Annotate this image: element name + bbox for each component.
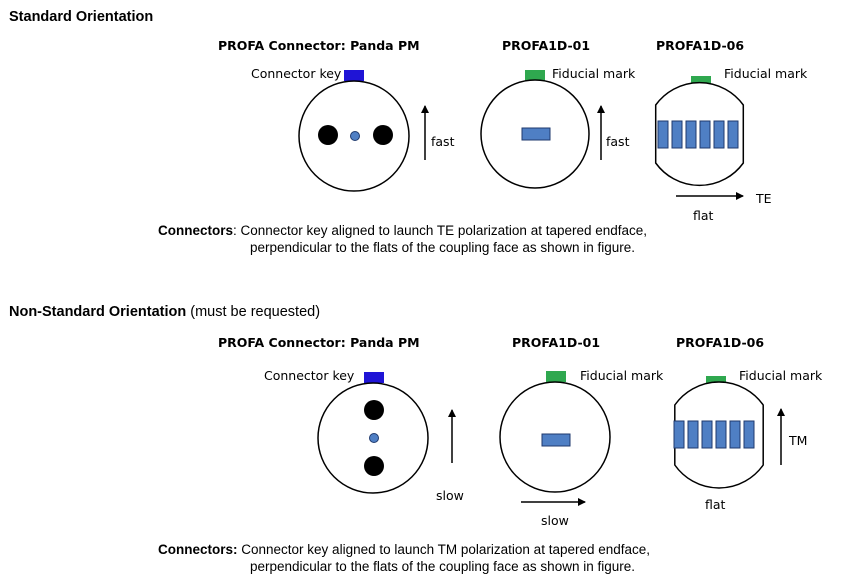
standard-core-4	[699, 120, 711, 149]
nonstandard-slow-label-2: slow	[541, 513, 569, 528]
nonstandard-stress-rod-bottom	[364, 456, 384, 476]
nonstandard-fiducial-label-1: Fiducial mark	[580, 368, 664, 383]
standard-note-line1: Connectors: Connector key aligned to lau…	[158, 223, 647, 238]
standard-panda-core	[350, 131, 360, 141]
standard-fiducial-mark-1	[525, 70, 545, 81]
standard-panda-title: PROFA Connector: Panda PM	[218, 38, 420, 53]
nonstandard-core-6	[743, 420, 755, 449]
nonstandard-panda-core	[369, 433, 379, 443]
standard-profa1d01-core	[521, 127, 551, 141]
nonstandard-note-line2: perpendicular to the flats of the coupli…	[250, 559, 635, 574]
nonstandard-note-line1: Connectors: Connector key aligned to lau…	[158, 542, 650, 557]
nonstandard-fiducial-label-2: Fiducial mark	[739, 368, 823, 383]
standard-core-6	[727, 120, 739, 149]
nonstandard-section-title: Non-Standard Orientation (must be reques…	[9, 303, 320, 321]
standard-te-label: TE	[756, 191, 772, 206]
nonstandard-core-3	[701, 420, 713, 449]
nonstandard-panda-title: PROFA Connector: Panda PM	[218, 335, 420, 350]
standard-flat-label: flat	[693, 208, 714, 223]
nonstandard-profa1d01-title: PROFA1D-01	[512, 335, 601, 350]
standard-panda-connector	[298, 70, 410, 192]
standard-core-1	[657, 120, 669, 149]
standard-note-label: Connectors	[158, 223, 234, 238]
standard-profa1d01-title: PROFA1D-01	[502, 38, 591, 53]
standard-core-2	[671, 120, 683, 149]
nonstandard-note-text1: Connector key aligned to launch TM polar…	[237, 542, 651, 557]
nonstandard-profa1d06	[673, 376, 764, 489]
nonstandard-core-4	[715, 420, 727, 449]
nonstandard-stress-rod-top	[364, 400, 384, 420]
standard-stress-rod-right	[373, 125, 393, 145]
nonstandard-profa1d06-title: PROFA1D-06	[676, 335, 765, 350]
standard-connector-key	[344, 70, 364, 81]
nonstandard-title-bold: Non-Standard Orientation	[9, 304, 187, 320]
standard-fast-label-2: fast	[606, 134, 630, 149]
nonstandard-core-5	[729, 420, 741, 449]
standard-fiducial-mark-2	[691, 76, 711, 87]
standard-section-title: Standard Orientation	[9, 9, 154, 25]
standard-note-line2: perpendicular to the flats of the coupli…	[250, 240, 635, 255]
standard-profa1d06-core-array	[657, 120, 739, 149]
nonstandard-slow-label-1: slow	[436, 488, 464, 503]
nonstandard-title-suffix: (must be requested)	[186, 304, 321, 320]
standard-profa1d01	[480, 70, 590, 189]
nonstandard-connector-key-label: Connector key	[264, 368, 355, 383]
standard-note-text1: : Connector key aligned to launch TE pol…	[233, 223, 648, 238]
nonstandard-note-label: Connectors:	[158, 542, 238, 557]
standard-profa1d06-title: PROFA1D-06	[656, 38, 745, 53]
standard-core-5	[713, 120, 725, 149]
nonstandard-fiducial-mark-1	[546, 371, 566, 382]
nonstandard-core-1	[673, 420, 685, 449]
standard-profa1d06	[654, 76, 745, 187]
nonstandard-panda-connector	[317, 372, 429, 494]
standard-fiducial-label-2: Fiducial mark	[724, 66, 808, 81]
standard-fiducial-label-1: Fiducial mark	[552, 66, 636, 81]
nonstandard-connector-key	[364, 372, 384, 383]
standard-connector-key-label: Connector key	[251, 66, 342, 81]
standard-core-3	[685, 120, 697, 149]
standard-fast-label-1: fast	[431, 134, 455, 149]
nonstandard-flat-label: flat	[705, 497, 726, 512]
nonstandard-profa1d01-core	[541, 433, 571, 447]
nonstandard-core-2	[687, 420, 699, 449]
nonstandard-tm-label: TM	[789, 433, 808, 448]
nonstandard-profa1d01	[499, 371, 611, 493]
standard-stress-rod-left	[318, 125, 338, 145]
nonstandard-profa1d06-core-array	[673, 420, 755, 449]
